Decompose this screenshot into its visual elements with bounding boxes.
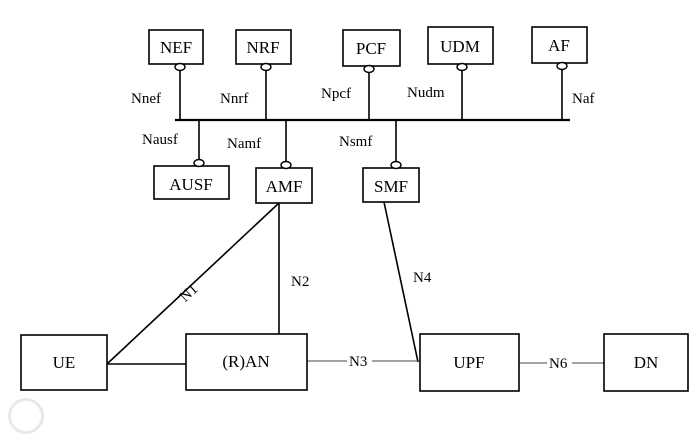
ue-label: UE xyxy=(53,353,76,372)
pcf-node: PCF xyxy=(342,29,401,67)
smf-node: SMF xyxy=(362,167,420,203)
naf-interface-label: Naf xyxy=(572,91,595,107)
udm-node: UDM xyxy=(427,26,494,65)
upf-node: UPF xyxy=(419,333,520,392)
nrf-service-point xyxy=(260,62,272,72)
nnef-interface-label: Nnef xyxy=(131,91,161,107)
nef-service-point xyxy=(174,62,186,72)
nudm-interface-label: Nudm xyxy=(407,85,445,101)
pcf-label: PCF xyxy=(356,39,386,58)
amf-node: AMF xyxy=(255,167,313,204)
n2-link-label: N2 xyxy=(291,274,309,290)
n3-label-background xyxy=(347,352,372,368)
ue-node: UE xyxy=(20,334,108,391)
nsmf-interface-label: Nsmf xyxy=(339,134,372,150)
n3-link-label: N3 xyxy=(349,354,367,370)
smf-service-point xyxy=(390,160,402,170)
amf-label: AMF xyxy=(266,177,303,196)
udm-label: UDM xyxy=(440,37,480,56)
pcf-service-point xyxy=(363,64,375,74)
af-node: AF xyxy=(531,26,588,64)
npcf-interface-label: Npcf xyxy=(321,86,351,102)
n6-link-label: N6 xyxy=(549,356,568,372)
amf-service-point xyxy=(280,160,292,170)
ausf-label: AUSF xyxy=(169,175,212,194)
nef-node: NEF xyxy=(148,29,204,65)
nnrf-interface-label: Nnrf xyxy=(220,91,248,107)
namf-interface-label: Namf xyxy=(227,136,261,152)
ausf-service-point xyxy=(193,158,205,168)
upf-label: UPF xyxy=(453,353,484,372)
nrf-node: NRF xyxy=(235,29,292,65)
dn-label: DN xyxy=(634,353,659,372)
af-label: AF xyxy=(548,36,570,55)
n4-link-label: N4 xyxy=(413,270,432,286)
n1-link xyxy=(106,202,280,365)
af-service-point xyxy=(556,61,568,71)
n1-link-label: N1 xyxy=(177,281,201,305)
watermark-logo xyxy=(8,398,48,434)
ausf-node: AUSF xyxy=(153,165,230,200)
n6-label-background xyxy=(547,354,572,370)
nef-label: NEF xyxy=(160,38,192,57)
nausf-interface-label: Nausf xyxy=(142,132,178,148)
n4-link xyxy=(383,201,419,363)
watermark-logo-mark xyxy=(8,398,44,434)
dn-node: DN xyxy=(603,333,689,392)
nrf-label: NRF xyxy=(246,38,279,57)
udm-service-point xyxy=(456,62,468,72)
smf-label: SMF xyxy=(374,177,408,196)
ran-label: (R)AN xyxy=(222,352,269,371)
ran-node: (R)AN xyxy=(185,333,308,391)
